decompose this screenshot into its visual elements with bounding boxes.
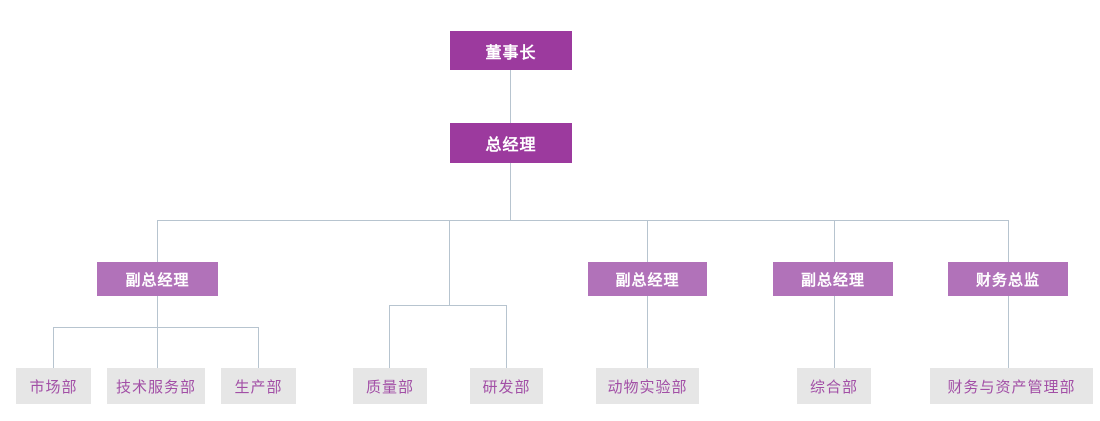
org-node-deputy-gm-3[interactable]: 副总经理	[773, 262, 893, 296]
connector-drop-deputy-gm-2	[647, 220, 648, 262]
connector-drop-quality	[389, 305, 390, 368]
org-node-production-dept[interactable]: 生产部	[221, 368, 296, 404]
org-node-deputy-gm-2[interactable]: 副总经理	[588, 262, 707, 296]
org-node-chairman[interactable]: 董事长	[450, 31, 572, 70]
connector-drop-production	[258, 327, 259, 368]
connector-chairman-gm	[510, 70, 511, 123]
org-node-quality-dept[interactable]: 质量部	[353, 368, 427, 404]
connector-drop-marketing	[53, 327, 54, 368]
connector-deputy1-rail	[53, 327, 258, 328]
org-node-rd-dept[interactable]: 研发部	[470, 368, 543, 404]
connector-branch-rail	[389, 305, 506, 306]
connector-drop-deputy-gm-1	[157, 220, 158, 262]
org-node-general-dept[interactable]: 综合部	[797, 368, 871, 404]
org-node-animal-lab-dept[interactable]: 动物实验部	[596, 368, 699, 404]
connector-deputy1-stem	[157, 296, 158, 327]
connector-drop-finance-dir	[1008, 220, 1009, 262]
connector-drop-rd	[506, 305, 507, 368]
org-node-finance-director[interactable]: 财务总监	[948, 262, 1068, 296]
connector-main-rail	[157, 220, 1009, 221]
connector-drop-branch	[449, 220, 450, 305]
org-node-tech-service-dept[interactable]: 技术服务部	[107, 368, 205, 404]
connector-drop-finance-asset	[1008, 296, 1009, 368]
org-node-finance-asset-dept[interactable]: 财务与资产管理部	[930, 368, 1093, 404]
connector-drop-deputy-gm-3	[834, 220, 835, 262]
org-node-deputy-gm-1[interactable]: 副总经理	[97, 262, 218, 296]
connector-drop-animal-lab	[647, 296, 648, 368]
connector-gm-trunk	[510, 163, 511, 220]
org-node-general-manager[interactable]: 总经理	[450, 123, 572, 163]
connector-drop-general	[834, 296, 835, 368]
org-node-marketing-dept[interactable]: 市场部	[16, 368, 91, 404]
connector-drop-tech-service	[157, 327, 158, 368]
